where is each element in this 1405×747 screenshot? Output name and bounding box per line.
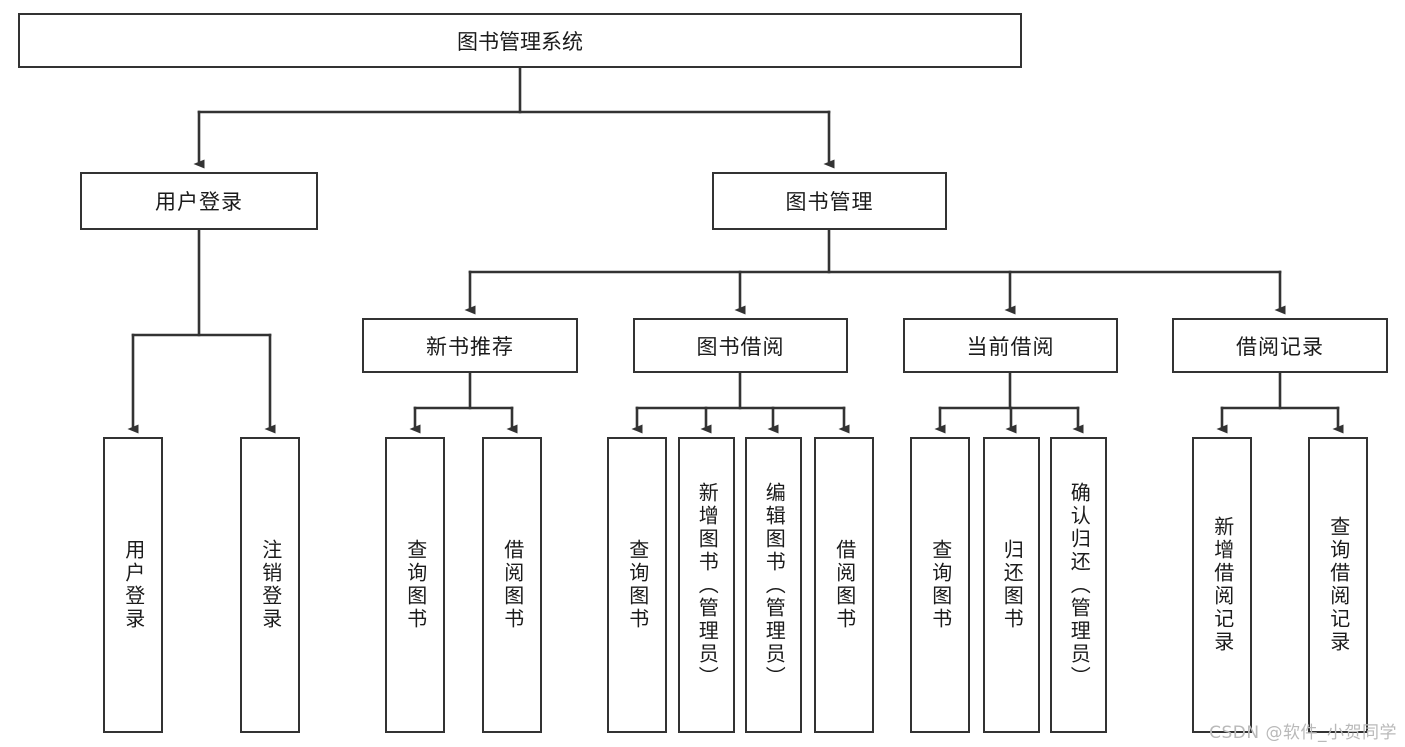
node-current-borrow[interactable]: 当前借阅 (903, 318, 1118, 373)
node-leaf-query-book-3-label: 查询图书 (928, 539, 953, 631)
node-user-login-label: 用户登录 (155, 190, 243, 214)
node-leaf-logout-login[interactable]: 注销登录 (240, 437, 300, 733)
node-leaf-add-borrow-record[interactable]: 新增借阅记录 (1192, 437, 1252, 733)
node-leaf-query-book-1[interactable]: 查询图书 (385, 437, 445, 733)
node-leaf-borrow-book-2[interactable]: 借阅图书 (814, 437, 874, 733)
node-leaf-query-book-3[interactable]: 查询图书 (910, 437, 970, 733)
node-book-manage[interactable]: 图书管理 (712, 172, 947, 230)
node-current-borrow-label: 当前借阅 (966, 334, 1055, 359)
node-user-login[interactable]: 用户登录 (80, 172, 318, 230)
node-leaf-return-book[interactable]: 归还图书 (983, 437, 1040, 733)
node-leaf-edit-book-admin-label: 编辑图书（管理员） (762, 481, 787, 689)
node-book-borrow-label: 图书借阅 (696, 334, 785, 359)
node-leaf-query-borrow-record-label: 查询借阅记录 (1326, 516, 1351, 654)
node-root-label: 图书管理系统 (457, 29, 583, 54)
node-borrow-record[interactable]: 借阅记录 (1172, 318, 1388, 373)
node-leaf-query-book-1-label: 查询图书 (403, 539, 428, 631)
node-leaf-add-book-admin[interactable]: 新增图书（管理员） (678, 437, 735, 733)
node-new-book-recommend[interactable]: 新书推荐 (362, 318, 578, 373)
node-leaf-confirm-return-admin-label: 确认归还（管理员） (1067, 481, 1092, 689)
node-leaf-user-login-label: 用户登录 (121, 539, 146, 631)
node-leaf-user-login[interactable]: 用户登录 (103, 437, 163, 733)
node-borrow-record-label: 借阅记录 (1236, 334, 1324, 359)
node-root[interactable]: 图书管理系统 (18, 13, 1022, 68)
node-leaf-borrow-book-1-label: 借阅图书 (500, 539, 525, 631)
node-leaf-borrow-book-2-label: 借阅图书 (832, 539, 857, 631)
node-leaf-add-borrow-record-label: 新增借阅记录 (1210, 516, 1235, 654)
node-leaf-return-book-label: 归还图书 (1000, 539, 1025, 631)
node-leaf-confirm-return-admin[interactable]: 确认归还（管理员） (1050, 437, 1107, 733)
node-book-borrow[interactable]: 图书借阅 (633, 318, 848, 373)
node-book-manage-label: 图书管理 (785, 190, 874, 214)
node-leaf-query-borrow-record[interactable]: 查询借阅记录 (1308, 437, 1368, 733)
node-leaf-edit-book-admin[interactable]: 编辑图书（管理员） (745, 437, 802, 733)
csdn-watermark: CSDN @软件_小贺同学 (1209, 723, 1397, 743)
node-leaf-logout-login-label: 注销登录 (258, 539, 283, 631)
node-leaf-add-book-admin-label: 新增图书（管理员） (695, 481, 720, 689)
node-new-book-recommend-label: 新书推荐 (426, 334, 514, 359)
node-leaf-borrow-book-1[interactable]: 借阅图书 (482, 437, 542, 733)
node-leaf-query-book-2-label: 查询图书 (625, 539, 650, 631)
node-leaf-query-book-2[interactable]: 查询图书 (607, 437, 667, 733)
